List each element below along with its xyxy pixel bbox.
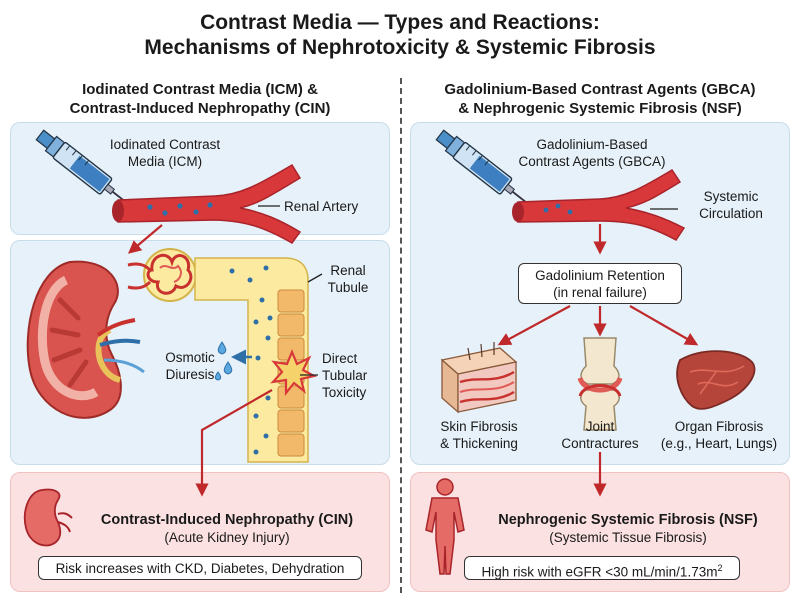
- tubular-toxicity-label: Direct Tubular Toxicity: [322, 350, 388, 401]
- toxicity-line-2: Tubular: [322, 368, 368, 383]
- osmotic-diuresis-label: Osmotic Diuresis: [158, 349, 222, 383]
- renal-artery-label: Renal Artery: [284, 199, 359, 214]
- syringe-icon: [35, 129, 132, 208]
- left-heading-line-1: Iodinated Contrast Media (ICM) &: [82, 81, 318, 98]
- joint-line-1: Joint: [585, 419, 615, 434]
- cin-outcome-subtitle: (Acute Kidney Injury): [164, 530, 290, 545]
- nsf-risk-box: High risk with eGFR <30 mL/min/1.73m2: [464, 556, 740, 580]
- osmotic-line-2: Diuresis: [165, 367, 215, 382]
- title-line-2: Mechanisms of Nephrotoxicity & Systemic …: [144, 36, 656, 59]
- icm-agent-line-2: Media (ICM): [127, 154, 203, 169]
- burst-icon: [270, 349, 318, 397]
- organ-fibrosis-label: Organ Fibrosis (e.g., Heart, Lungs): [652, 418, 786, 452]
- knee-joint-icon: [577, 337, 623, 431]
- water-drops-icon: [214, 341, 233, 381]
- retention-line-2: (in renal failure): [553, 285, 647, 300]
- human-figure-icon: [425, 478, 465, 575]
- skin-block-icon: [440, 342, 518, 414]
- nsf-outcome-title: Nephrogenic Systemic Fibrosis (NSF): [498, 512, 758, 528]
- blood-vessel-icon: [112, 163, 302, 244]
- skin-fibrosis-label: Skin Fibrosis & Thickening: [424, 418, 534, 452]
- tubule-icon: [194, 257, 309, 463]
- icm-agent-label: Iodinated Contrast Media (ICM): [100, 136, 230, 170]
- circulation-line-1: Systemic: [703, 189, 759, 204]
- cin-risk-box: Risk increases with CKD, Diabetes, Dehyd…: [38, 556, 362, 580]
- small-kidney-icon: [23, 488, 73, 547]
- toxicity-line-1: Direct: [322, 351, 358, 366]
- column-divider: [400, 78, 402, 593]
- renal-tubule-line-2: Tubule: [327, 280, 369, 295]
- retention-line-1: Gadolinium Retention: [535, 268, 665, 283]
- nsf-outcome-subtitle: (Systemic Tissue Fibrosis): [549, 530, 707, 545]
- gadolinium-retention-box: Gadolinium Retention (in renal failure): [518, 263, 682, 304]
- nsf-risk-superscript: 2: [717, 563, 723, 573]
- liver-icon: [676, 350, 756, 410]
- icm-agent-line-1: Iodinated Contrast: [109, 137, 221, 152]
- left-column-heading: Iodinated Contrast Media (ICM) & Contras…: [15, 80, 385, 118]
- arrow-tubule-to-cin: [195, 389, 273, 497]
- renal-tubule-pointer: [307, 273, 323, 283]
- gbca-agent-line-2: Contrast Agents (GBCA): [518, 154, 666, 169]
- right-heading-line-2: & Nephrogenic Systemic Fibrosis (NSF): [458, 100, 742, 117]
- renal-tubule-line-1: Renal: [330, 263, 366, 278]
- right-heading-line-1: Gadolinium-Based Contrast Agents (GBCA): [444, 81, 756, 98]
- nsf-risk-text: High risk with eGFR <30 mL/min/1.73m: [481, 564, 718, 580]
- arrow-vessel-to-kidney: [127, 224, 163, 254]
- joint-line-2: Contractures: [561, 436, 639, 451]
- glomerulus-icon: [127, 248, 197, 302]
- kidney-icon: [26, 260, 145, 419]
- gbca-agent-label: Gadolinium-Based Contrast Agents (GBCA): [512, 136, 672, 170]
- organ-line-1: Organ Fibrosis: [674, 419, 764, 434]
- renal-tubule-label: Renal Tubule: [320, 262, 376, 296]
- circulation-line-2: Circulation: [699, 206, 763, 221]
- joint-contractures-label: Joint Contractures: [552, 418, 648, 452]
- gbca-agent-line-1: Gadolinium-Based: [536, 137, 648, 152]
- arrow-retention-to-organ: [629, 305, 699, 346]
- cin-outcome-title: Contrast-Induced Nephropathy (CIN): [100, 512, 354, 528]
- arrow-retention-to-skin: [497, 305, 571, 346]
- title-line-1: Contrast Media — Types and Reactions:: [200, 11, 600, 34]
- systemic-circulation-label: Systemic Circulation: [684, 188, 778, 222]
- blood-vessel-icon-right: [512, 168, 686, 241]
- syringe-icon-right: [435, 129, 532, 208]
- skin-line-2: & Thickening: [440, 436, 518, 451]
- osmotic-line-1: Osmotic: [165, 350, 215, 365]
- right-column-heading: Gadolinium-Based Contrast Agents (GBCA) …: [415, 80, 785, 118]
- organ-line-2: (e.g., Heart, Lungs): [660, 436, 778, 451]
- skin-line-1: Skin Fibrosis: [440, 419, 518, 434]
- toxicity-line-3: Toxicity: [322, 385, 367, 400]
- left-heading-line-2: Contrast-Induced Nephropathy (CIN): [69, 100, 331, 117]
- page-title: Contrast Media — Types and Reactions: Me…: [0, 10, 800, 60]
